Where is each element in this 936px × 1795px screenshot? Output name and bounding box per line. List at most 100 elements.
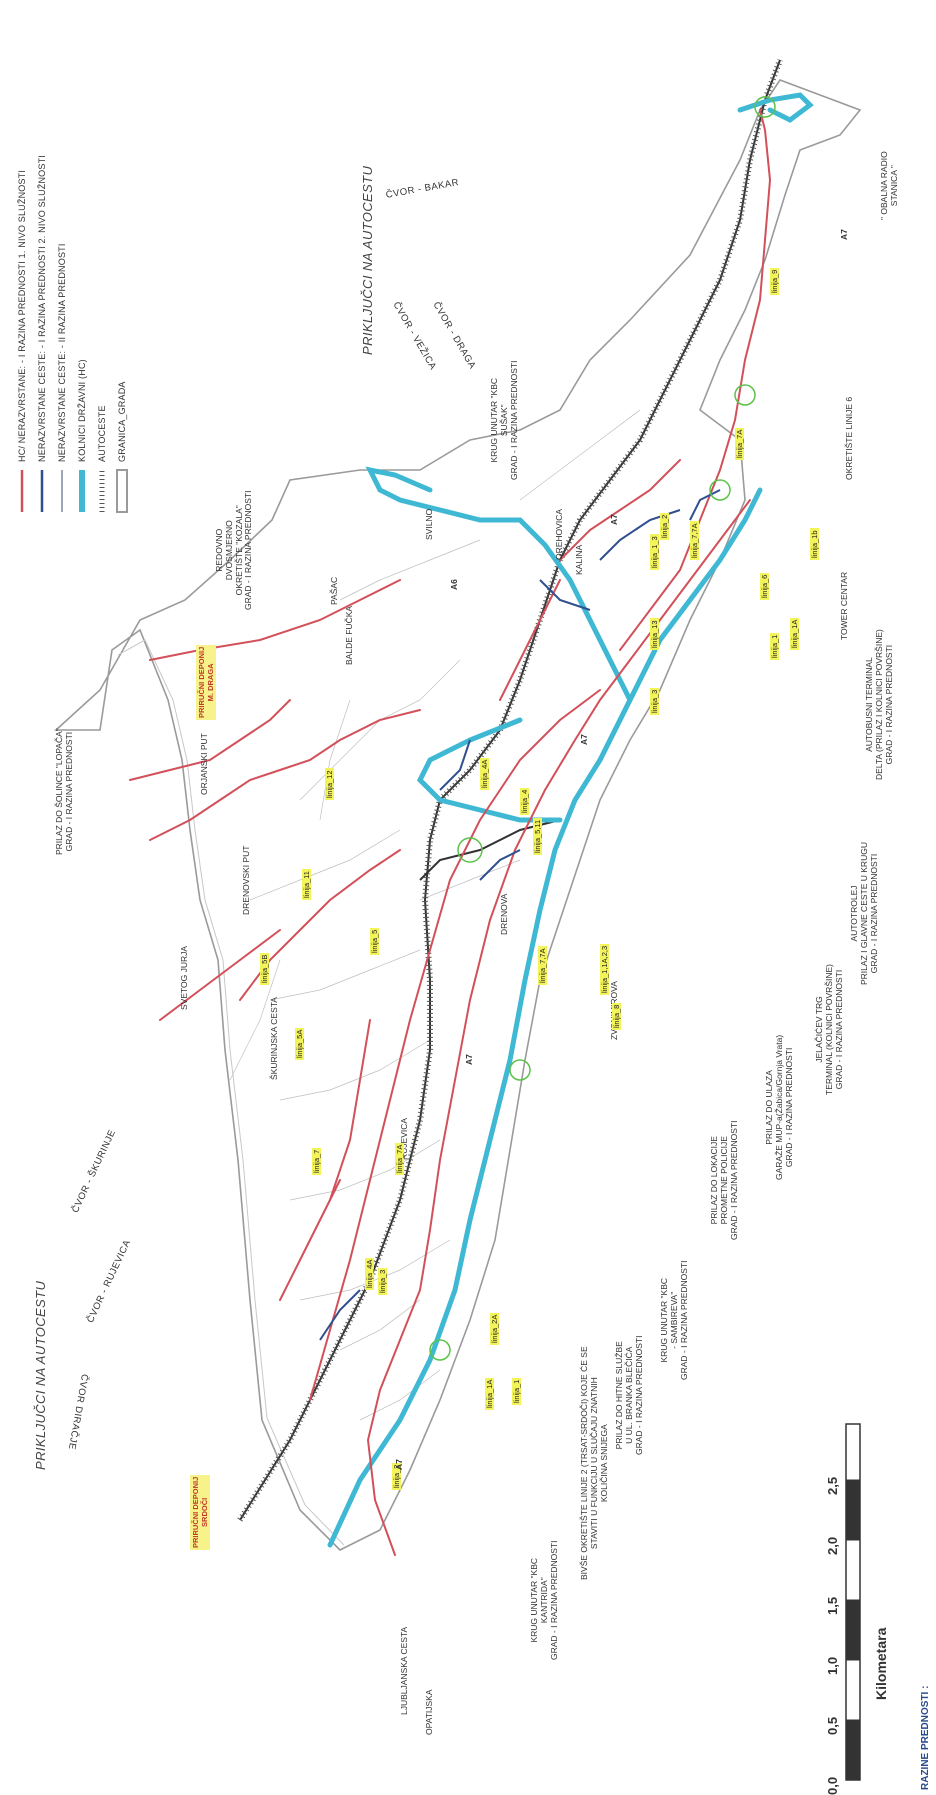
highway-a7 (237, 58, 783, 1522)
annotation-kantrida-3: GRAD - I RAZINA PREDNOSTI (548, 1540, 559, 1661)
annotation-tower: TOWER CENTAR (839, 571, 849, 640)
line-tag: linija_5,11 (533, 817, 542, 855)
place-skurinjska: ŠKURINJSKA CESTA (269, 997, 279, 1080)
annotation-linija2-3: KOLIČINA SNIJEGA (598, 1424, 609, 1503)
annotation-jelacic: JELAČIĆEV TRG TERMINAL (KOLNICI POVRŠINE… (814, 964, 844, 1095)
highway-label: A7 (579, 734, 589, 745)
legend-label-state-roads: KOLNICI DRŽAVNI (HC) (77, 359, 87, 462)
place-balde: BALDE FUČKA (344, 605, 354, 665)
annotation-autotrolej: AUTOTROLEJ PRILAZ I GLAVNE CESTE U KRUGU… (849, 842, 879, 985)
place-ljubljanska: LJUBLJANSKA CESTA (399, 1626, 409, 1715)
line-tag: linija_4A (480, 757, 489, 790)
depot-draga-line1: PRIRUČNI DEPONIJ (197, 646, 206, 718)
depot-srdoci-line2: SRDOČI (200, 1497, 209, 1527)
place-orehovski: ORJANSKI PUT (199, 733, 209, 795)
line-tag: linija_8 (612, 1002, 621, 1030)
line-tag: linija_4 (520, 787, 529, 815)
junction-markers (429, 96, 776, 1361)
annotation-hitna-3: GRAD - I RAZINA PREDNOSTI (633, 1335, 644, 1456)
depot-srdoci: PRIRUČNI DEPONIJ SRDOČI (190, 1474, 210, 1550)
line-tag: linija_5A (295, 1027, 304, 1060)
annotation-susak-3: GRAD - I RAZINA PREDNOSTI (508, 360, 519, 481)
highway-label: A7 (609, 514, 619, 525)
line-tag: linija_1A (485, 1377, 494, 1410)
annotation-delta-3: GRAD - I RAZINA PREDNOSTI (883, 644, 894, 765)
title-bottom: PRIKLJUČCI NA AUTOCESTU (33, 1280, 48, 1470)
line-tag: linija_5B (260, 952, 269, 985)
annotation-radio-2: STANICA " (888, 165, 899, 207)
place-pasac: PAŠAC (329, 576, 339, 605)
line-tag: linija_7,7A (538, 946, 547, 985)
annotation-linija2: BIVŠE OKRETIŠTE LINIJE 2 (TRSAT-SRDOČI) … (579, 1346, 609, 1580)
line-tag: linija_11 (302, 869, 311, 900)
scale-tick-0: 0,0 (825, 1776, 840, 1795)
razine-heading: RAZINE PREDNOSTI : (920, 1685, 931, 1790)
state-roads (327, 92, 814, 1548)
line-tag: linija_3 (650, 687, 659, 715)
city-border (53, 79, 862, 1551)
depot-draga-line2: M. DRAGA (206, 663, 215, 702)
annotation-policija-3: GRAD - I RAZINA PREDNOSTI (728, 1120, 739, 1241)
highway-label: A7 (394, 1459, 404, 1470)
place-kalina: KALINA (574, 544, 584, 575)
annotation-lopaca-2: GRAD - I RAZINA PREDNOSTI (63, 731, 74, 852)
line-tag: linija_6 (760, 572, 769, 600)
scale-title: Kilometara (873, 1627, 889, 1700)
line-tag: linija_13 (650, 618, 659, 650)
place-opatijska: OPATIJSKA (424, 1689, 434, 1735)
line-tag: linija_7A (395, 1142, 404, 1175)
annotation-okretiste-4: GRAD - I RAZINA PREDNOSTI (243, 490, 254, 611)
priority-1-level2-roads (319, 489, 721, 1341)
depot-draga: PRIRUČNI DEPONIJ M. DRAGA (196, 644, 216, 720)
scale-tick-4: 2,0 (825, 1536, 840, 1555)
line-tag: linija_1A (790, 617, 799, 650)
line-tag: linija_9 (770, 267, 779, 295)
scale-tick-2: 1,0 (825, 1656, 840, 1675)
annotation-kbc-sam-3: GRAD - I RAZINA PREDNOSTI (678, 1260, 689, 1381)
line-tag: linija_7,7A (690, 521, 699, 560)
place-drenovski: DRENOVSKI PUT (241, 845, 251, 915)
line-tag: linija_1b (810, 528, 819, 560)
scale-bar-graphic (845, 1423, 861, 1781)
line-tag: linija_2 (660, 512, 669, 540)
legend-label-priority1: HC/ NERAZVRSTANE: - I RAZINA PREDNOSTI 1… (17, 169, 27, 462)
line-tag: linija_3 (378, 1267, 387, 1295)
annotation-susak: KRUG UNUTAR "KBC SUŠAK" GRAD - I RAZINA … (489, 360, 519, 481)
place-drenova: DRENOVA (499, 893, 509, 935)
scale-tick-1: 0,5 (825, 1716, 840, 1735)
highway-label: A7 (839, 229, 849, 240)
line-tag: linija_12 (325, 768, 334, 800)
place-svjunja: SVETOG JURJA (179, 945, 189, 1010)
annotation-lopaca: PRILAZ DO ŠOLINCE "LOPAČA" GRAD - I RAZI… (54, 728, 75, 855)
annotation-okretiste: REDOVNO DVOSMJERNO OKRETIŠTE "KOZALA" GR… (214, 490, 254, 611)
line-tag: linija_1_3 (650, 534, 659, 570)
annotation-autotrolej-3: GRAD - I RAZINA PREDNOSTI (868, 853, 879, 974)
line-tag: linija_7A (735, 427, 744, 460)
line-tag: linija_1 (512, 1377, 521, 1405)
legend-label-city-border: GRANICA_GRADA (117, 381, 127, 462)
line-tag: linija_1,1A,2,3 (600, 943, 609, 995)
line-tag: linija_4A (365, 1257, 374, 1290)
place-svilno: SVILNO (424, 508, 434, 540)
place-orehovica: OREHOVICA (554, 508, 564, 560)
scale-tick-3: 1,5 (825, 1596, 840, 1615)
annotation-kbc-sambireva: KRUG UNUTAR "KBC - SAMBIREVA" GRAD - I R… (659, 1260, 689, 1381)
priority-1-roads (129, 109, 772, 1556)
legend-label-highways: AUTOCESTE (97, 405, 107, 462)
annotation-radio: " OBALNA RADIO STANICA " (879, 151, 900, 220)
annotation-jelacic-3: GRAD - I RAZINA PREDNOSTI (833, 969, 844, 1090)
highway-label: A7 (464, 1054, 474, 1065)
scale-tick-5: 2,5 (825, 1476, 840, 1495)
depot-srdoci-line1: PRIRUČNI DEPONIJ (191, 1476, 200, 1548)
legend-label-priority1-level2: NERAZVRSTANE CESTE: - I RAZINA PREDNOSTI… (37, 155, 47, 462)
annotation-garaze-3: GRAD - I RAZINA PREDNOSTI (783, 1047, 794, 1168)
annotation-okretiste-linije6: OKRETIŠTE LINIJE 6 (844, 396, 854, 480)
annotation-garaze: PRILAZ DO ULAZA GARAŽE MUP-a(Žabica/Gorn… (764, 1035, 794, 1180)
title-top: PRIKLJUČCI NA AUTOCESTU (360, 165, 375, 355)
legend-label-priority2: NERAZVRSTANE CESTE: - II RAZINA PREDNOST… (57, 243, 67, 462)
highway-label: A6 (449, 579, 459, 590)
line-tag: linija_2A (490, 1312, 499, 1345)
annotation-hitna: PRILAZ DO HITNE SLUŽBE U UL. BRANKA BLEČ… (614, 1335, 644, 1456)
annotation-kantrida: KRUG UNUTAR "KBC KANTRIDA" GRAD - I RAZI… (529, 1540, 559, 1661)
